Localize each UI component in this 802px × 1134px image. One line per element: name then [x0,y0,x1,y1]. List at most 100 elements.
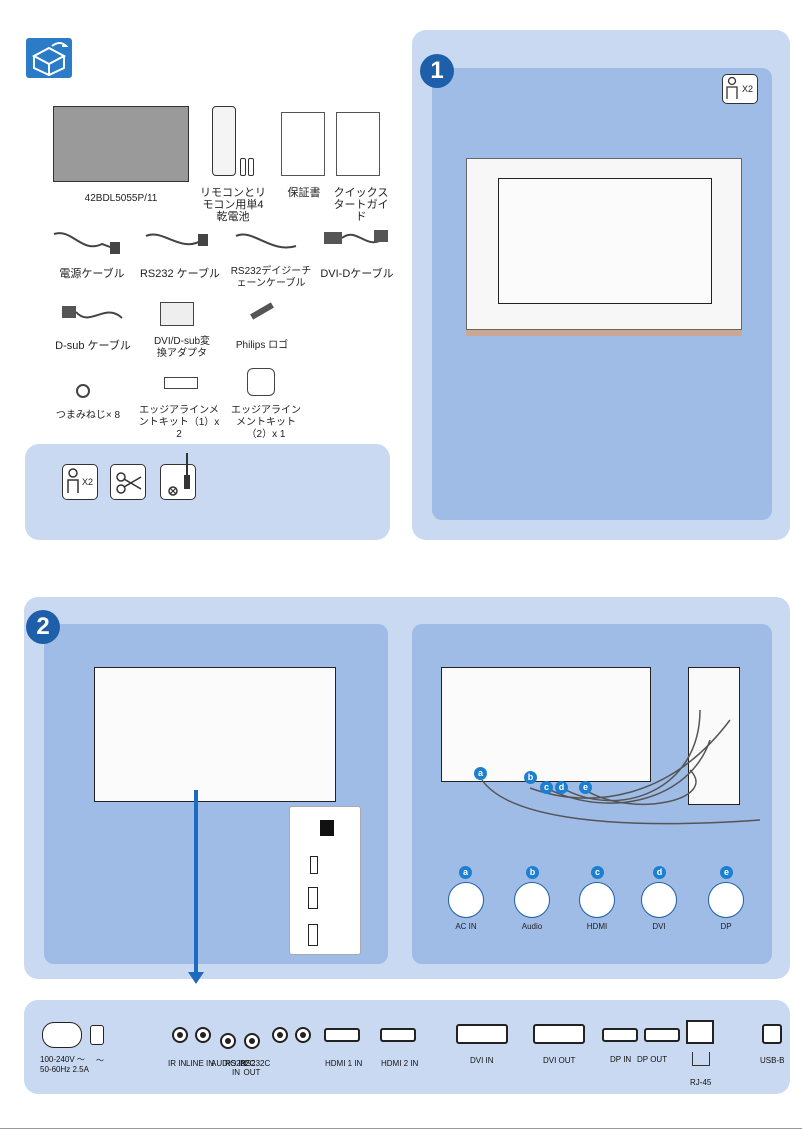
dsub-cable-image [62,306,123,319]
edge-kit1-image [164,377,198,389]
dp-out-label: DP OUT [637,1055,668,1064]
legend-badge-a: a [459,866,472,879]
badge-c: c [540,781,553,794]
audio-in-label: AUDIO IN [211,1059,247,1068]
warranty-image [281,112,325,176]
dp-out-port [644,1028,680,1042]
badge-d: d [555,781,568,794]
philips-logo-image [250,302,274,320]
dvi-cable-icon [641,882,677,918]
rj45-port [686,1020,714,1044]
usb-b-port [762,1024,782,1044]
adapter-image [160,302,194,326]
usb-slot-2 [308,924,318,946]
usb-b-label: USB-B [760,1056,785,1065]
ac-in-label: AC IN [455,922,477,931]
legend-badge-b: b [526,866,539,879]
edge-kit2-label: エッジアラインメントキット（2）x 1 [231,405,301,440]
dvi-out-port [533,1024,585,1044]
power-label: 100-240V ～ 50-60Hz 2.5A [40,1055,89,1074]
scissors-icon [110,464,146,500]
power-cable-image [53,232,120,254]
hdmi1-port [324,1028,360,1042]
ac-in-cable-icon [448,882,484,918]
hdmi-label: HDMI [586,922,608,931]
dvi-out-label: DVI OUT [543,1056,576,1065]
bottom-rule [0,1128,802,1129]
rs232-in-label: RS232C IN [225,1059,256,1077]
thumbscrew-image [76,384,90,398]
two-person-icon: X2 [62,464,98,500]
quickstart-image [336,112,380,176]
step1-number: 1 [420,54,454,88]
switch-label: ～ [96,1056,104,1065]
adapter-label: DVI/D-sub変換アダプタ [153,336,211,359]
rj45-label: RJ-45 [690,1078,712,1087]
dvid-cable-image [324,230,388,244]
dp-in-label: DP IN [610,1055,632,1064]
legend-badge-d: d [653,866,666,879]
power-switch-icon [90,1025,104,1045]
dp-label: DP [720,922,732,931]
philips-logo-label: Philips ロゴ [235,340,289,351]
audio-in-jack [220,1033,236,1049]
monitor-back [498,178,712,304]
edge-kit2-image [247,368,275,396]
dsub-cable-label: D-sub ケーブル [55,340,131,352]
screwdriver-icon [160,453,196,500]
dvi-in-port [456,1024,508,1044]
hdmi2-label: HDMI 2 IN [381,1059,419,1068]
legend-badge-e: e [720,866,733,879]
dp-cable-icon [708,882,744,918]
step2-monitor-back [94,667,336,802]
audio-label: Audio [521,922,543,931]
power-cable-label: 電源ケーブル [59,268,125,280]
monitor-label: 42BDL5055P/11 [84,193,158,204]
ir-in-jack [172,1027,188,1043]
quickstart-label: クイックスタートガイド [333,187,389,223]
audio-cable-icon [514,882,550,918]
badge-a: a [474,767,487,780]
ports-panel [24,1000,790,1094]
rs232-cable-image [145,233,208,246]
step1-persons-icon: X2 [722,74,758,104]
badge-b: b [524,771,537,784]
arrow-line [194,790,198,976]
warranty-label: 保証書 [287,187,321,199]
rs232-daisy-cable-image [235,233,297,249]
hdmi-cable-icon [579,882,615,918]
hdmi1-label: HDMI 1 IN [325,1059,363,1068]
legend-badge-c: c [591,866,604,879]
box-icon [26,38,72,78]
network-icon [692,1052,710,1066]
usb-slot-1 [308,887,318,909]
rs232-daisy-cable-label: RS232デイジーチェーンケーブル [230,266,312,289]
rs232-out-jack-2 [295,1027,311,1043]
edge-kit1-label: エッジアラインメントキット（1）x 2 [138,405,220,440]
rs232-in-jack [244,1033,260,1049]
line-in-label: LINE IN [186,1059,215,1068]
monitor-image [53,106,189,182]
step2-right-monitor [441,667,651,782]
rs232-out-label: RS232C OUT [240,1059,271,1077]
thumbscrew-label: つまみねじ× 8 [55,410,121,421]
persons-count: X2 [82,477,94,487]
dvi-in-label: DVI IN [470,1056,494,1065]
cables-drawing [481,709,761,825]
rs232-cable-label: RS232 ケーブル [139,268,221,280]
power-inlet-icon [42,1022,82,1048]
battery-icon [248,158,254,176]
line-in-jack [195,1027,211,1043]
badge-e: e [579,781,592,794]
dvid-cable-label: DVI-Dケーブル [320,268,394,280]
step1-persons-count: X2 [742,84,754,94]
dp-in-port [602,1028,638,1042]
rs232-out-jack-1 [272,1027,288,1043]
micro-usb-slot [310,856,318,874]
step2-number: 2 [26,610,60,644]
remote-image [212,106,236,176]
battery-icon [240,158,246,176]
sd-card-slot [320,820,334,836]
hdmi2-port [380,1028,416,1042]
ir-in-label: IR IN [168,1059,187,1068]
